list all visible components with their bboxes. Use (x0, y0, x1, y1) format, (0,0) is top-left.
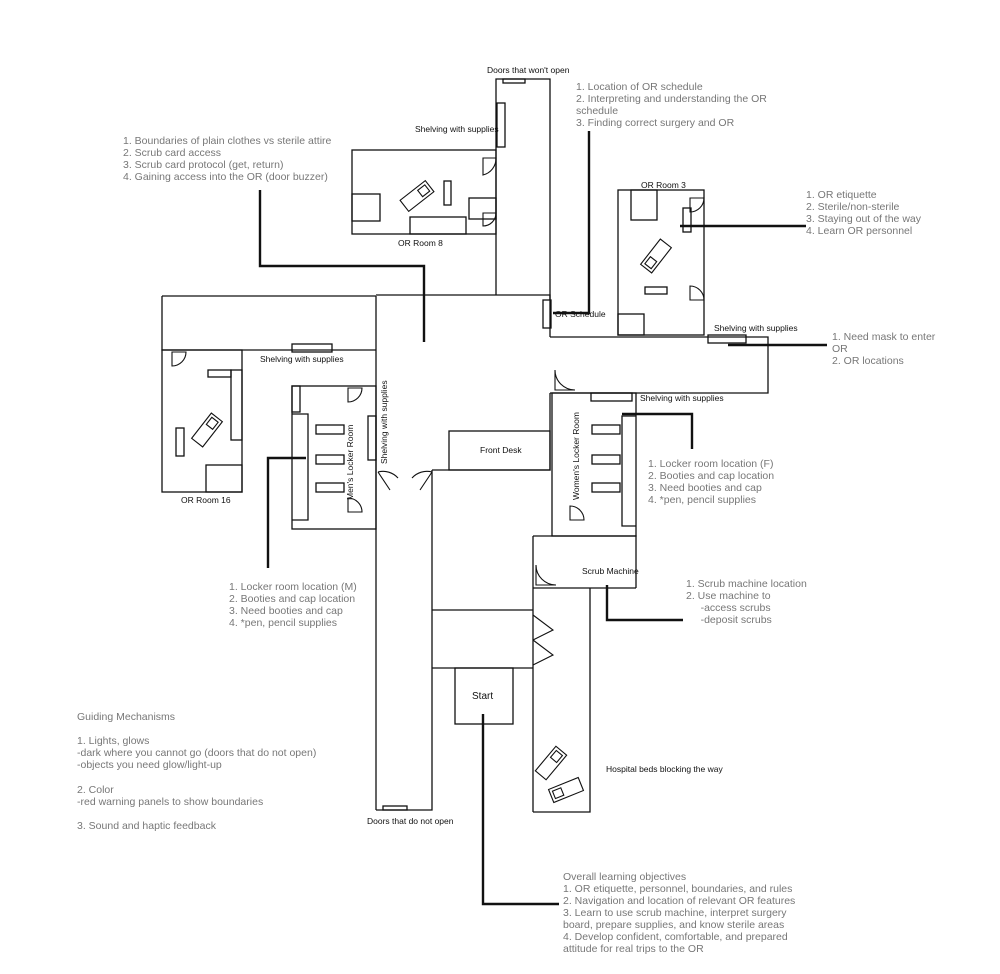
bed-corridor-1 (534, 745, 568, 781)
label-doors-bottom: Doors that do not open (367, 816, 454, 826)
label-shelving-center: Shelving with supplies (640, 393, 724, 403)
svg-text:1. Boundaries of plain clothes: 1. Boundaries of plain clothes vs steril… (123, 135, 332, 147)
svg-text:1. Locker room location (F): 1. Locker room location (F) (648, 458, 773, 470)
label-shelving-top: Shelving with supplies (415, 124, 499, 134)
svg-text:4. Develop confident, comforta: 4. Develop confident, comfortable, and p… (563, 931, 788, 943)
svg-text:1. Locker room location (M): 1. Locker room location (M) (229, 581, 357, 593)
svg-text:-dark where you cannot go (doo: -dark where you cannot go (doors that do… (77, 747, 316, 759)
doors (171, 157, 705, 666)
label-womens-locker: Women's Locker Room (571, 412, 581, 500)
bed-or16 (190, 412, 224, 448)
leader-lines (258, 131, 827, 906)
svg-text:3. Scrub card protocol (get, r: 3. Scrub card protocol (get, return) (123, 159, 284, 171)
svg-text:3. Finding correct surgery an: 3. Finding correct surgery and OR (576, 117, 735, 129)
svg-text:-objects you need glow/light-u: -objects you need glow/light-up (77, 759, 222, 771)
label-or-room-3: OR Room 3 (641, 180, 686, 190)
map-labels: Doors that won't open Shelving with supp… (181, 65, 798, 826)
note-attire: 1. Boundaries of plain clothes vs steril… (123, 135, 332, 183)
label-shelving-right: Shelving with supplies (714, 323, 798, 333)
svg-text:3. Sound and haptic feedback: 3. Sound and haptic feedback (77, 820, 217, 832)
svg-text:4. *pen, pencil supplies: 4. *pen, pencil supplies (648, 494, 756, 506)
svg-text:2. Booties and cap location: 2. Booties and cap location (229, 593, 355, 605)
svg-text:3. Need booties and cap: 3. Need booties and cap (648, 482, 762, 494)
svg-text:1. Lights, glows: 1. Lights, glows (77, 735, 149, 747)
svg-text:1. OR etiquette, personnel, bo: 1. OR etiquette, personnel, boundaries, … (563, 883, 792, 895)
label-hospital-beds: Hospital beds blocking the way (606, 764, 723, 774)
svg-text:2. Navigation and location of: 2. Navigation and location of relevant O… (563, 895, 795, 907)
label-shelving-vertical: Shelving with supplies (379, 380, 389, 464)
label-scrub-machine: Scrub Machine (582, 566, 639, 576)
label-or-room-8: OR Room 8 (398, 238, 443, 248)
hospital-beds (190, 179, 673, 804)
svg-text:2. Color: 2. Color (77, 784, 114, 796)
svg-text:3. Staying out of the way: 3. Staying out of the way (806, 213, 922, 225)
label-start: Start (472, 691, 493, 702)
svg-text:4. *pen, pencil supplies: 4. *pen, pencil supplies (229, 617, 337, 629)
svg-text:Overall learning objectives: Overall learning objectives (563, 871, 686, 883)
label-or-schedule: OR Schedule (555, 309, 606, 319)
label-or-room-16: OR Room 16 (181, 495, 231, 505)
svg-text:1. OR etiquette: 1. OR etiquette (806, 189, 877, 201)
note-etiquette: 1. OR etiquette 2. Sterile/non-sterile 3… (806, 189, 922, 237)
svg-text:-red warning panels to show bo: -red warning panels to show boundaries (77, 796, 263, 808)
svg-text:4. Gaining access into the OR: 4. Gaining access into the OR (door buzz… (123, 171, 328, 183)
svg-text:OR: OR (832, 343, 848, 355)
svg-text:2. OR locations: 2. OR locations (832, 355, 904, 367)
label-front-desk: Front Desk (480, 445, 522, 455)
svg-text:2. Interpreting and understand: 2. Interpreting and understanding the OR (576, 93, 767, 105)
label-mens-locker: Men's Locker Room (345, 425, 355, 500)
notes: 1. Location of OR schedule 2. Interpreti… (77, 81, 936, 955)
svg-text:attitude for real trips to the: attitude for real trips to the OR (563, 943, 704, 955)
note-locker-f: 1. Locker room location (F) 2. Booties a… (648, 458, 774, 506)
furniture (175, 78, 747, 811)
svg-text:board, prepare supplies, and k: board, prepare supplies, and know steril… (563, 919, 784, 931)
svg-text:1. Location of OR schedule: 1. Location of OR schedule (576, 81, 703, 93)
label-shelving-left: Shelving with supplies (260, 354, 344, 364)
bed-corridor-2 (547, 776, 585, 804)
svg-text:2. Use machine to: 2. Use machine to (686, 590, 771, 602)
bed-or3 (639, 238, 673, 274)
svg-text:2. Booties and cap location: 2. Booties and cap location (648, 470, 774, 482)
svg-text:3. Need booties and cap: 3. Need booties and cap (229, 605, 343, 617)
note-guiding-mechanisms: Guiding Mechanisms 1. Lights, glows -dar… (77, 711, 316, 832)
note-or-schedule: 1. Location of OR schedule 2. Interpreti… (576, 81, 767, 129)
bed-or8 (399, 179, 435, 213)
svg-text:3. Learn to use scrub machine,: 3. Learn to use scrub machine, interpret… (563, 907, 787, 919)
svg-text:-access scrubs: -access scrubs (686, 602, 771, 614)
svg-text:2. Sterile/non-sterile: 2. Sterile/non-sterile (806, 201, 900, 213)
svg-text:4. Learn OR personnel: 4. Learn OR personnel (806, 225, 912, 237)
note-locker-m: 1. Locker room location (M) 2. Booties a… (229, 581, 357, 629)
label-doors-top: Doors that won't open (487, 65, 570, 75)
svg-text:schedule: schedule (576, 105, 618, 117)
note-mask: 1. Need mask to enter OR 2. OR locations (832, 331, 936, 367)
note-overall-objectives: Overall learning objectives 1. OR etique… (563, 871, 795, 955)
svg-text:1. Scrub machine location: 1. Scrub machine location (686, 578, 807, 590)
note-scrub: 1. Scrub machine location 2. Use machine… (686, 578, 807, 626)
svg-text:2. Scrub card access: 2. Scrub card access (123, 147, 221, 159)
svg-text:Guiding Mechanisms: Guiding Mechanisms (77, 711, 175, 723)
svg-text:-deposit scrubs: -deposit scrubs (686, 614, 772, 626)
svg-text:1. Need mask to enter: 1. Need mask to enter (832, 331, 936, 343)
